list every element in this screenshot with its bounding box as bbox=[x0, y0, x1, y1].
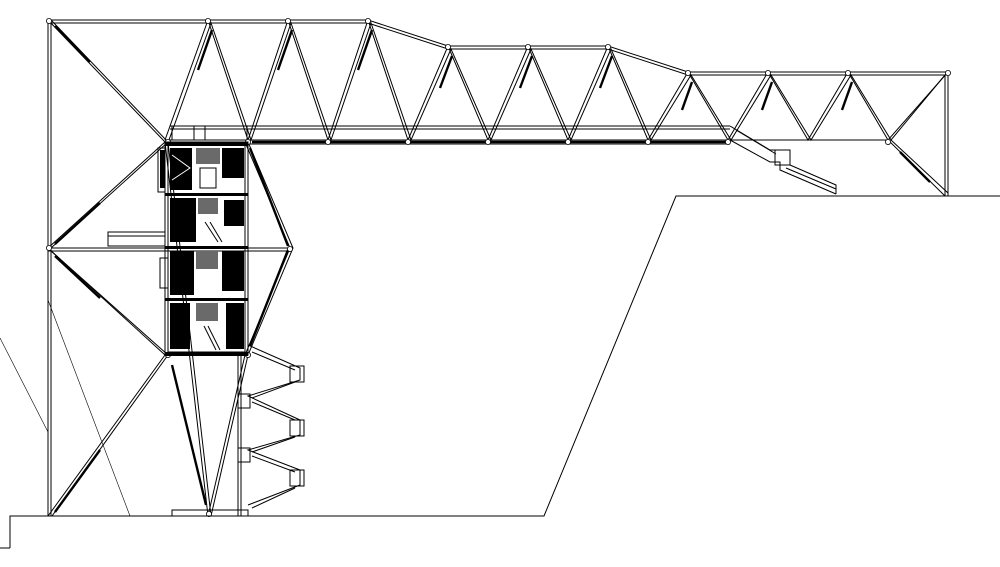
truss-node bbox=[404, 138, 411, 145]
truss-node bbox=[484, 138, 491, 145]
truss-node bbox=[284, 17, 291, 24]
truss-node bbox=[286, 245, 293, 252]
truss-node bbox=[364, 17, 371, 24]
stair-tower bbox=[107, 141, 249, 356]
truss-node bbox=[885, 138, 892, 145]
construction-lines bbox=[0, 299, 131, 517]
truss-node bbox=[444, 44, 451, 51]
truss-node bbox=[945, 70, 952, 77]
bridge-truss bbox=[48, 18, 949, 513]
ground-line bbox=[0, 195, 1000, 549]
truss-node bbox=[725, 138, 732, 145]
truss-node bbox=[46, 244, 53, 251]
truss-node bbox=[765, 70, 772, 77]
external-stair bbox=[171, 344, 305, 517]
bridge-end-stair bbox=[729, 125, 837, 195]
truss-node bbox=[46, 17, 53, 24]
truss-node bbox=[324, 138, 331, 145]
truss-node bbox=[204, 17, 211, 24]
truss-node bbox=[525, 44, 532, 51]
truss-node bbox=[845, 70, 852, 77]
truss-node bbox=[205, 510, 212, 517]
truss-node bbox=[605, 44, 612, 51]
truss-node bbox=[685, 70, 692, 77]
truss-node bbox=[565, 138, 572, 145]
truss-node bbox=[645, 138, 652, 145]
